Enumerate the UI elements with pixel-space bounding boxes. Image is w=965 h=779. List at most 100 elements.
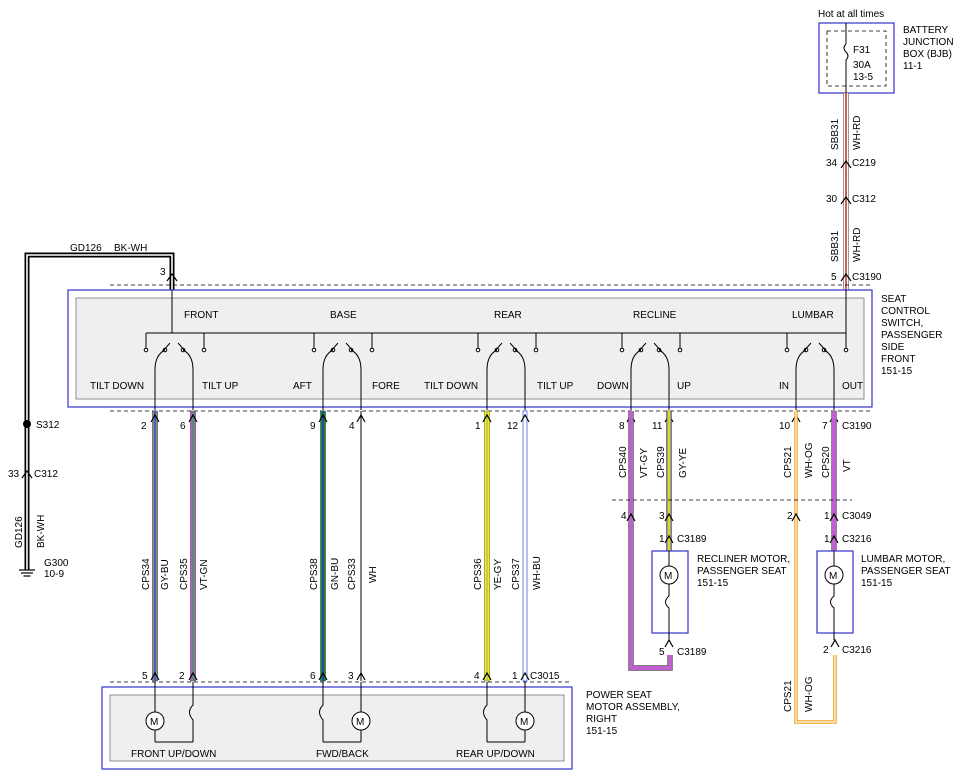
recliner-title-1: RECLINER MOTOR, [697, 554, 790, 565]
svg-text:M: M [829, 571, 837, 582]
c3015-pin-marks [150, 671, 530, 681]
label-cps20: CPS20 [821, 446, 832, 478]
c312-ground-name: C312 [34, 469, 58, 480]
bjb-title-2: JUNCTION [903, 37, 954, 48]
recliner-title-3: 151-15 [697, 578, 729, 589]
switch-lumbar-icon [784, 333, 849, 410]
switch-front-icon [143, 333, 207, 410]
c3216-top-connector-icon [829, 534, 839, 544]
recliner-motor-icon: M [659, 565, 679, 585]
pos-lumbar-out: OUT [842, 381, 863, 392]
lumbar-pin-bottom: 2 [823, 645, 829, 656]
feed-wire-wh-rd [843, 92, 849, 291]
wire-cps20-vt [831, 410, 837, 552]
lumbar-pin-top: 1 [824, 534, 830, 545]
rear-motor-icon: M [483, 682, 535, 743]
recliner-motor-box [651, 550, 689, 634]
c3015-name: C3015 [530, 671, 560, 682]
label-wh-bu: WH-BU [532, 556, 543, 590]
c3190-feed-name: C3190 [852, 272, 882, 283]
out-pin-9: 9 [310, 421, 316, 432]
pos-front-tilt-up: TILT UP [202, 381, 239, 392]
pos-rear-tilt-down: TILT DOWN [424, 381, 478, 392]
feed-circuit-1: SBB31 [830, 118, 841, 150]
lumbar-title-3: 151-15 [861, 578, 893, 589]
c3049-pin-3: 3 [659, 511, 665, 522]
switch-title-4: PASSENGER [881, 330, 943, 341]
recliner-pin-bottom: 5 [659, 647, 665, 658]
c3015-pin-1: 1 [512, 671, 518, 682]
ground-pin3: 3 [160, 267, 166, 278]
switch-title-7: 151-15 [881, 366, 913, 377]
c219-pin: 34 [826, 158, 838, 169]
c3015-pin-3: 3 [348, 671, 354, 682]
label-gy-bu: GY-BU [160, 559, 171, 590]
label-cps38: CPS38 [309, 558, 320, 590]
out-pin-1: 1 [475, 421, 481, 432]
motor-base-label: FWD/BACK [316, 749, 369, 760]
pos-base-fore: FORE [372, 381, 400, 392]
c3015-pin-6: 6 [310, 671, 316, 682]
label-ye-gy: YE-GY [493, 559, 504, 590]
out-pin-8: 8 [619, 421, 625, 432]
lumbar-motor-box [816, 550, 854, 634]
power-seat-title-3: RIGHT [586, 714, 617, 725]
label-cps21: CPS21 [783, 446, 794, 478]
switch-base-icon [311, 333, 375, 410]
recliner-coil-icon [665, 584, 670, 640]
wire-cps35-vt-gn [190, 410, 196, 682]
fuse-name: F31 [853, 45, 871, 56]
label-cps33: CPS33 [347, 558, 358, 590]
svg-text:M: M [356, 717, 364, 728]
power-seat-title-2: MOTOR ASSEMBLY, [586, 702, 680, 713]
motor-rear-label: REAR UP/DOWN [456, 749, 535, 760]
out-pin-7: 7 [822, 421, 828, 432]
motor-front-label: FRONT UP/DOWN [131, 749, 216, 760]
front-motor-icon: M [145, 682, 194, 743]
group-lumbar-label: LUMBAR [792, 310, 834, 321]
label-cps34: CPS34 [141, 558, 152, 590]
wire-cps40-vt-gy [628, 411, 673, 671]
pos-lumbar-in: IN [779, 381, 789, 392]
label-cps36: CPS36 [473, 558, 484, 590]
g300-ref: 10-9 [44, 569, 64, 580]
switch-title-1: SEAT [881, 294, 906, 305]
svg-text:M: M [664, 571, 672, 582]
c3216-bottom-connector-icon [830, 638, 840, 648]
fuse-rating: 30A [853, 60, 871, 71]
recliner-pin-top: 1 [659, 534, 665, 545]
c3015-pin-5: 5 [142, 671, 148, 682]
power-seat-title-4: 151-15 [586, 726, 618, 737]
c3189-bottom-name: C3189 [677, 647, 707, 658]
lumbar-return-color: WH-OG [804, 676, 815, 712]
bjb-inner-box [826, 30, 887, 87]
c3189-bottom-connector-icon [664, 638, 674, 648]
c312-feed-connector-icon [840, 195, 852, 205]
label-wh: WH [368, 566, 379, 583]
label-gn-bu: GN-BU [330, 558, 341, 590]
c3216-top-name: C3216 [842, 534, 872, 545]
c3189-top-connector-icon [664, 534, 674, 544]
svg-text:M: M [520, 717, 528, 728]
c3049-name: C3049 [842, 511, 872, 522]
wire-cps21-wh-og [794, 411, 837, 724]
bjb-title-1: BATTERY [903, 25, 949, 36]
out-pin-12: 12 [507, 421, 519, 432]
recliner-title-2: PASSENGER SEAT [697, 566, 787, 577]
pos-front-tilt-down: TILT DOWN [90, 381, 144, 392]
switch-title-6: FRONT [881, 354, 915, 365]
c3049-pin-marks [626, 512, 839, 522]
switch-title-3: SWITCH, [881, 318, 923, 329]
lumbar-coil-icon [830, 584, 835, 640]
feed-circuit-2: SBB31 [830, 230, 841, 262]
s312-splice-icon [23, 420, 31, 428]
pos-recline-up: UP [677, 381, 691, 392]
s312-label: S312 [36, 420, 60, 431]
c3190-feed-pin: 5 [831, 272, 837, 283]
seat-switch-box [67, 289, 873, 408]
c3015-pin-2: 2 [179, 671, 185, 682]
pos-base-aft: AFT [293, 381, 312, 392]
switch-title-5: SIDE [881, 342, 905, 353]
c312-ground-connector-icon [21, 469, 33, 479]
